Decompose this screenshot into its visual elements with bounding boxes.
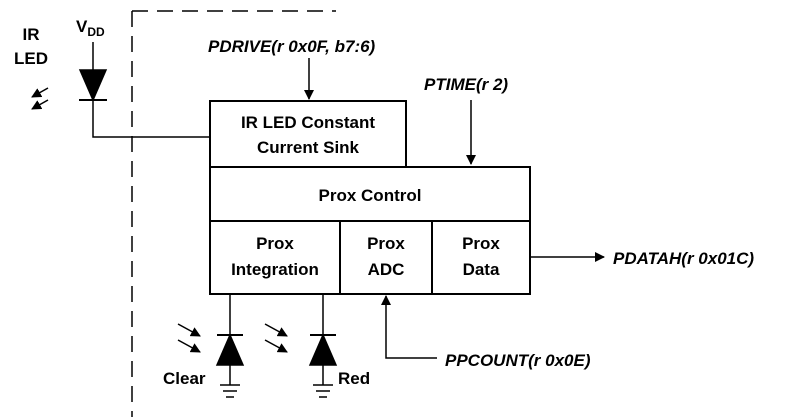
clear-label: Clear: [163, 369, 206, 388]
current-sink-label-line1: IR LED Constant: [241, 113, 375, 132]
ptime-label: PTIME(r 2): [424, 75, 508, 94]
red-light-arrows: [264, 323, 288, 353]
ir-led-label-line2: LED: [14, 49, 48, 68]
ir-led-diode: [78, 42, 210, 138]
prox-data-label-line1: Prox: [462, 234, 500, 253]
prox-adc-label-line2: ADC: [368, 260, 405, 279]
prox-data-box: [431, 220, 531, 295]
clear-photodiode: [215, 294, 245, 398]
prox-control-label: Prox Control: [319, 186, 422, 205]
red-photodiode: [308, 294, 338, 398]
current-sink-label-line2: Current Sink: [257, 138, 360, 157]
ppcount-arrow: [381, 295, 437, 359]
prox-integration-label-line1: Prox: [256, 234, 294, 253]
ir-led-emission-arrows: [31, 87, 49, 110]
pdrive-label: PDRIVE(r 0x0F, b7:6): [208, 37, 376, 56]
prox-adc-box: [339, 220, 433, 295]
current-sink-box: [209, 100, 407, 168]
prox-adc-label-line1: Prox: [367, 234, 405, 253]
prox-integration-box: [209, 220, 341, 295]
prox-control-box: [209, 166, 531, 222]
ppcount-label: PPCOUNT(r 0x0E): [445, 351, 591, 370]
prox-data-label-line2: Data: [463, 260, 500, 279]
pdatah-label: PDATAH(r 0x01C): [613, 249, 754, 268]
prox-integration-label-line2: Integration: [231, 260, 319, 279]
vdd-label: VDD: [76, 17, 105, 39]
ir-led-label-line1: IR: [23, 25, 40, 44]
clear-light-arrows: [177, 323, 201, 353]
red-label: Red: [338, 369, 370, 388]
